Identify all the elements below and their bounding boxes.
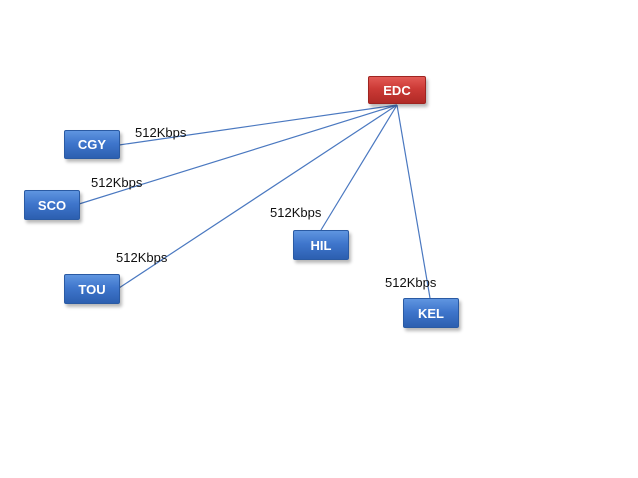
node-hil[interactable]: HIL xyxy=(293,230,349,260)
node-sco[interactable]: SCO xyxy=(24,190,80,220)
node-edc[interactable]: EDC xyxy=(368,76,426,104)
node-hil-label: HIL xyxy=(310,237,332,253)
node-cgy-label: CGY xyxy=(77,137,107,152)
link-label-kel: 512Kbps xyxy=(385,275,437,290)
node-cgy[interactable]: CGY xyxy=(64,130,120,159)
link-label-cgy: 512Kbps xyxy=(135,125,187,140)
link-edc-hil xyxy=(320,104,398,231)
link-edc-kel xyxy=(396,104,431,299)
node-kel-label: KEL xyxy=(418,305,444,321)
link-label-tou: 512Kbps xyxy=(116,250,168,265)
node-tou-label: TOU xyxy=(78,281,106,297)
node-tou[interactable]: TOU xyxy=(64,274,120,304)
link-label-sco: 512Kbps xyxy=(91,175,143,190)
node-sco-label: SCO xyxy=(37,197,67,213)
link-edc-cgy xyxy=(118,104,398,146)
node-kel[interactable]: KEL xyxy=(403,298,459,328)
link-edc-tou xyxy=(118,104,398,289)
node-edc-label: EDC xyxy=(383,82,411,98)
link-label-hil: 512Kbps xyxy=(270,205,322,220)
link-edc-sco xyxy=(78,104,398,205)
